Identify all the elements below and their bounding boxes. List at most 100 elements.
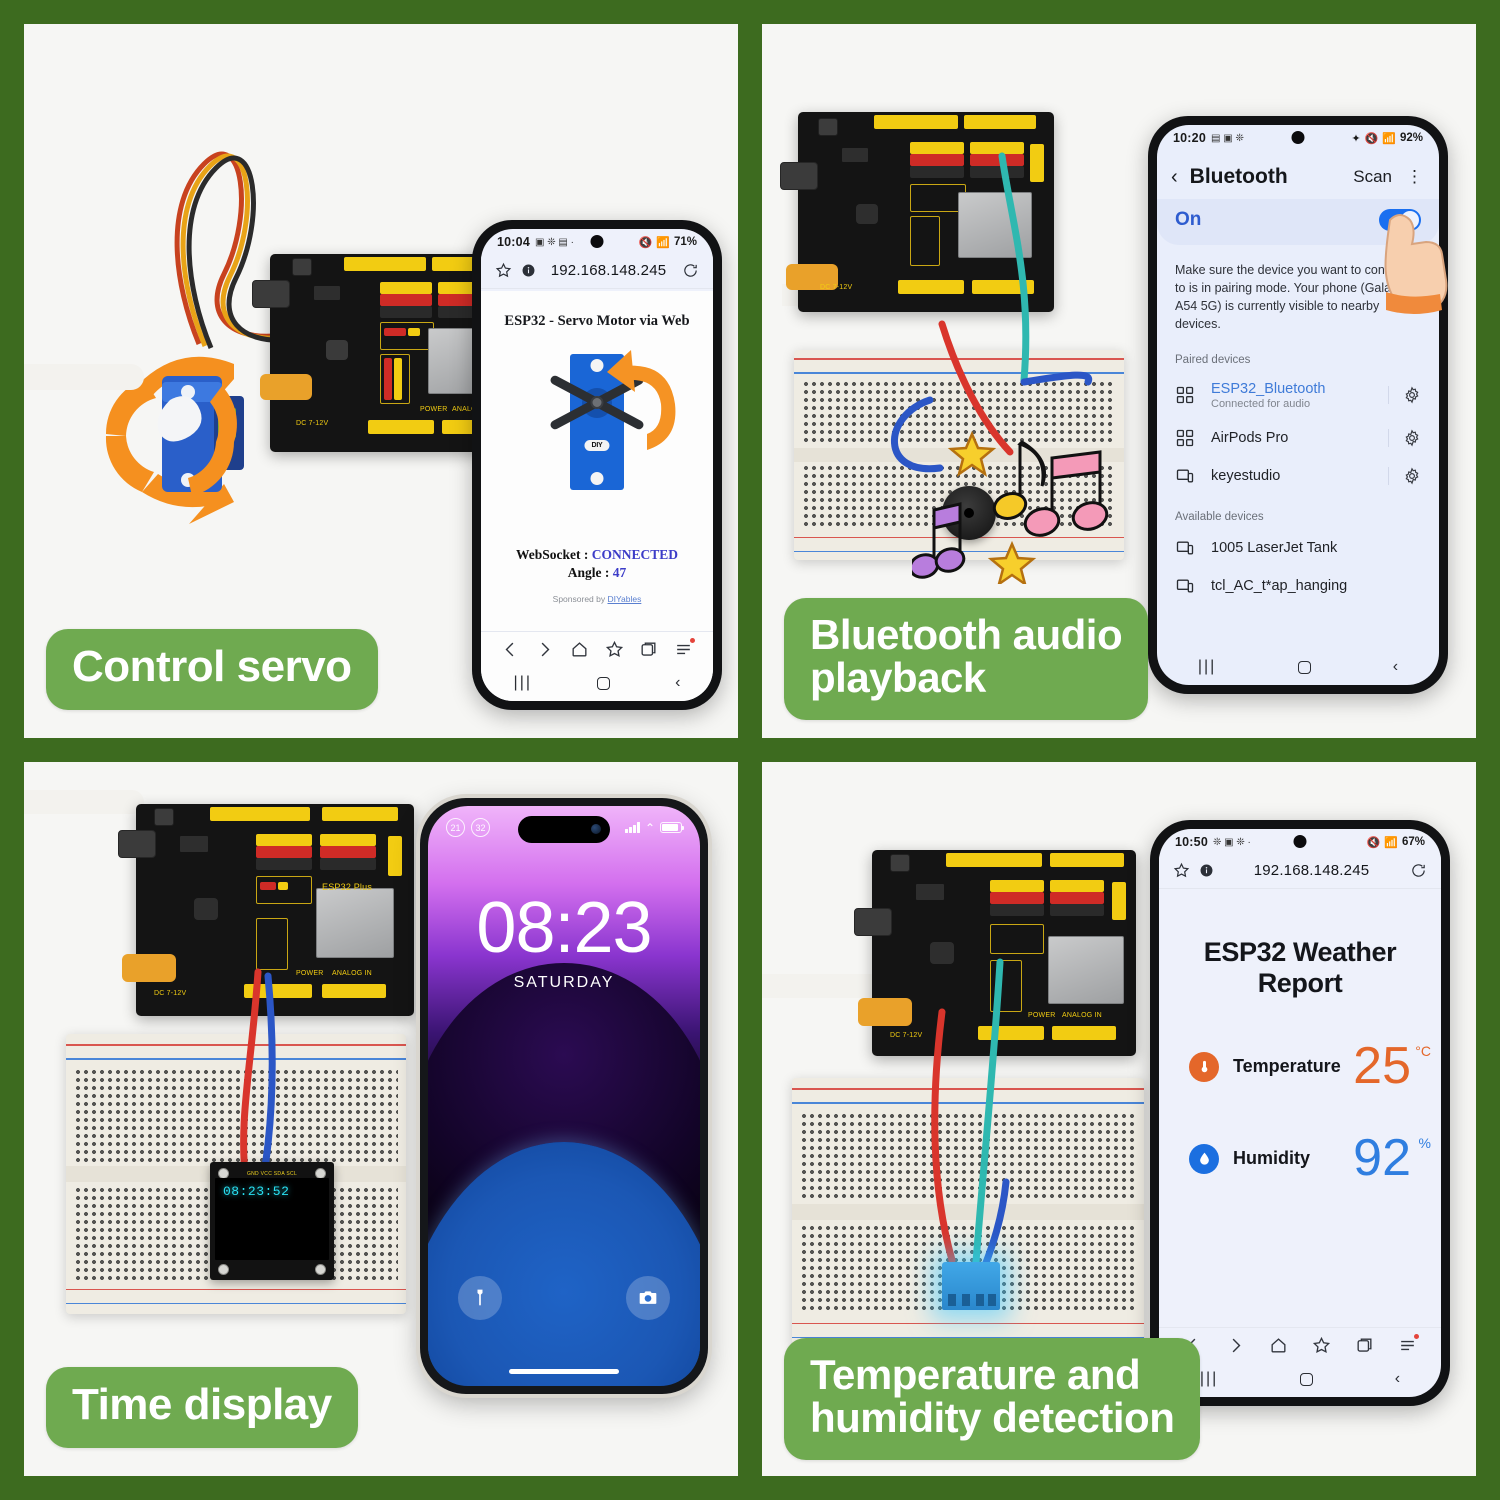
url-text[interactable]: 192.168.148.245 (1253, 862, 1370, 879)
wifi-icon: 📶 (1384, 836, 1398, 849)
analog-header-label: ANALOG IN (332, 970, 372, 977)
mute-icon: 🔇 (1366, 836, 1381, 849)
esp32-board: ESP32 Plus DC 7-12V POWER ANALOG IN (118, 804, 414, 1016)
tabs-icon[interactable] (639, 640, 658, 659)
gear-icon[interactable] (1388, 428, 1421, 447)
status-notification-icons: ▣ ❊ ▤ · (534, 236, 574, 248)
pin-header (322, 807, 398, 821)
list-item[interactable]: keyestudio (1157, 457, 1439, 495)
list-item[interactable]: AirPods Pro (1157, 419, 1439, 457)
home-icon[interactable] (1298, 660, 1312, 674)
list-item[interactable]: tcl_AC_t*ap_hanging (1157, 567, 1439, 605)
servo-status: WebSocket : CONNECTED Angle : 47 (481, 546, 713, 582)
menu-icon[interactable] (674, 638, 696, 659)
info-icon[interactable] (522, 264, 535, 277)
android-phone: 10:20 ▤ ▣ ❊ ✦ 🔇 📶 92% ‹ Bluetooth Scan ⋮ (1148, 116, 1448, 694)
reset-button[interactable] (292, 258, 312, 276)
back-icon[interactable]: ‹ (1171, 166, 1178, 188)
pin-header-power (384, 358, 392, 400)
mute-icon: 🔇 (638, 236, 653, 249)
analog-header-label: ANALOG IN (452, 406, 492, 413)
signal-icon (625, 822, 640, 833)
url-text[interactable]: 192.168.148.245 (550, 262, 667, 279)
angle-line: Angle : 47 (481, 564, 713, 582)
pin-header-power (260, 882, 276, 890)
home-icon[interactable] (597, 676, 611, 690)
pin-header (368, 420, 434, 434)
weather-row-humidity: Humidity 92% (1159, 1132, 1441, 1184)
reset-button[interactable] (818, 118, 838, 136)
oled-screen: 08:23:52 (215, 1178, 329, 1260)
browser-url-bar[interactable]: 192.168.148.245 (1159, 855, 1441, 889)
device-name[interactable]: keyestudio (1211, 467, 1281, 484)
status-notification-icons: ❊ ▣ ❊ · (1212, 836, 1251, 848)
status-right-icons: ⌃ (625, 821, 684, 835)
bookmark-icon[interactable] (605, 640, 624, 659)
back-icon[interactable]: ‹ (1392, 658, 1399, 675)
back-icon[interactable] (501, 640, 520, 659)
menu-icon[interactable] (1398, 1334, 1419, 1355)
breadboard-ground-rail (792, 1336, 1144, 1338)
status-bar: 10:50 ❊ ▣ ❊ · 🔇 📶 67% (1159, 829, 1441, 855)
breadboard-ground-rail (794, 550, 1124, 552)
phone-screen: 10:04 ▣ ❊ ▤ · 🔇 📶 71% (481, 229, 713, 701)
bookmark-icon[interactable] (1312, 1336, 1331, 1355)
breadboard-holes (74, 1068, 398, 1162)
websocket-value: CONNECTED (591, 547, 678, 562)
back-icon[interactable]: ‹ (1394, 1370, 1401, 1387)
humidity-unit: % (1418, 1134, 1431, 1151)
device-name[interactable]: 1005 LaserJet Tank (1211, 539, 1338, 556)
bluetooth-device-icon (1175, 428, 1195, 448)
forward-icon[interactable] (1226, 1336, 1245, 1355)
list-item[interactable]: 1005 LaserJet Tank (1157, 529, 1439, 567)
breadboard-ground-rail (794, 372, 1124, 374)
pin-header-ground (380, 306, 432, 318)
bookmark-icon[interactable] (1173, 862, 1190, 879)
gear-icon[interactable] (1388, 386, 1421, 404)
settings-header: ‹ Bluetooth Scan ⋮ (1157, 151, 1439, 199)
info-icon[interactable] (1200, 864, 1213, 877)
overflow-menu-icon[interactable]: ⋮ (1406, 167, 1423, 187)
reload-icon[interactable] (682, 262, 699, 279)
home-icon[interactable] (1300, 1372, 1314, 1386)
dc-barrel-jack (858, 998, 912, 1026)
gear-icon[interactable] (1388, 466, 1421, 485)
home-indicator[interactable] (509, 1369, 619, 1374)
pin-header-ground (256, 858, 312, 870)
back-icon[interactable]: ‹ (675, 674, 681, 691)
flashlight-icon[interactable] (458, 1276, 502, 1320)
toggle-state-label: On (1175, 209, 1202, 230)
device-name[interactable]: ESP32_Bluetooth (1211, 380, 1326, 397)
home-icon[interactable] (570, 640, 589, 659)
mute-icon: 🔇 (1364, 132, 1379, 145)
esp32-board: DC 7-12V (780, 112, 1054, 312)
tabs-icon[interactable] (1355, 1336, 1374, 1355)
recents-icon[interactable]: ||| (1197, 658, 1217, 675)
dynamic-island (518, 816, 610, 843)
pin-header (210, 807, 310, 821)
forward-icon[interactable] (535, 640, 554, 659)
sponsor-link[interactable]: DIYables (607, 594, 642, 605)
recents-icon[interactable]: ||| (1199, 1370, 1219, 1387)
home-icon[interactable] (1269, 1336, 1288, 1355)
breadboard-power-rail (66, 1044, 406, 1046)
device-name[interactable]: tcl_AC_t*ap_hanging (1211, 577, 1348, 594)
breadboard-holes (800, 1112, 1136, 1200)
reset-button[interactable] (154, 808, 174, 826)
reload-icon[interactable] (1410, 862, 1427, 879)
breadboard-power-rail (792, 1322, 1144, 1324)
bluetooth-description: Make sure the device you want to connect… (1175, 263, 1409, 332)
inductor (194, 898, 218, 920)
reset-button[interactable] (890, 854, 910, 872)
status-right-icons: ✦ 🔇 📶 92% (1351, 132, 1423, 145)
recents-icon[interactable]: ||| (513, 674, 532, 691)
device-name[interactable]: AirPods Pro (1211, 429, 1289, 446)
system-nav-bar: ||| ‹ (1159, 1365, 1441, 1393)
panel-bluetooth-audio: DC 7-12V (762, 24, 1476, 738)
list-item[interactable]: ESP32_Bluetooth Connected for audio (1157, 372, 1439, 419)
bookmark-icon[interactable] (495, 262, 512, 279)
browser-url-bar[interactable]: 192.168.148.245 (481, 255, 713, 289)
scan-button[interactable]: Scan (1353, 167, 1392, 186)
camera-icon[interactable] (626, 1276, 670, 1320)
